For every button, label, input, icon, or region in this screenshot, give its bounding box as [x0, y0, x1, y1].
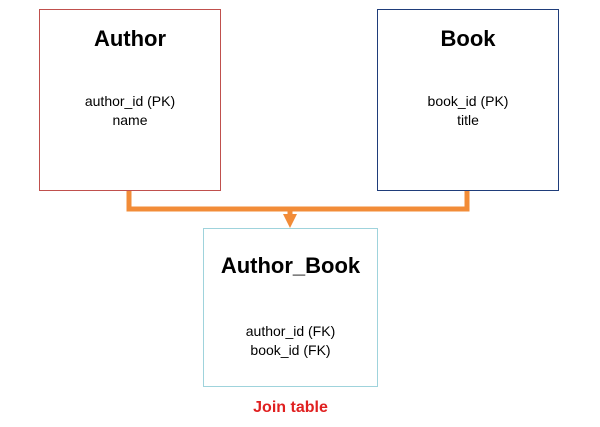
author-book-field-book-id: book_id (FK) [250, 342, 331, 358]
author-book-entity-box: Author_Book author_id (FK) book_id (FK) [203, 228, 378, 387]
book-field-title: title [457, 112, 479, 128]
author-entity-fields: author_id (PK) name [40, 92, 220, 130]
join-table-caption: Join table [253, 399, 328, 416]
author-book-field-author-id: author_id (FK) [245, 323, 336, 339]
author-field-name: name [112, 112, 148, 128]
author-book-entity-title: Author_Book [220, 253, 361, 278]
book-entity-title: Book [440, 26, 496, 51]
connector-line [126, 191, 470, 212]
author-entity-title: Author [93, 26, 167, 51]
connector-arrowhead [283, 214, 297, 228]
author-book-entity-fields: author_id (FK) book_id (FK) [204, 322, 377, 360]
book-field-book-id: book_id (PK) [427, 93, 509, 109]
book-entity-box: Book book_id (PK) title [377, 9, 559, 191]
book-entity-fields: book_id (PK) title [378, 92, 558, 130]
author-entity-box: Author author_id (PK) name [39, 9, 221, 191]
author-field-author-id: author_id (PK) [84, 93, 176, 109]
